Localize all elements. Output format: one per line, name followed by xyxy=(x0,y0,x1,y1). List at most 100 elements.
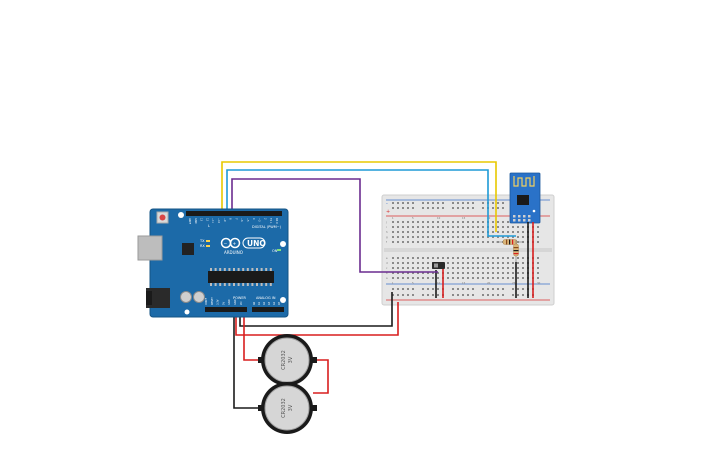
rail-hole[interactable] xyxy=(422,202,424,204)
terminal-hole[interactable] xyxy=(502,257,504,259)
rail-hole[interactable] xyxy=(442,202,444,204)
terminal-hole[interactable] xyxy=(462,221,464,223)
terminal-hole[interactable] xyxy=(437,277,439,279)
terminal-hole[interactable] xyxy=(427,262,429,264)
terminal-hole[interactable] xyxy=(487,277,489,279)
terminal-hole[interactable] xyxy=(452,226,454,228)
terminal-hole[interactable] xyxy=(417,257,419,259)
terminal-hole[interactable] xyxy=(482,267,484,269)
terminal-hole[interactable] xyxy=(397,272,399,274)
terminal-hole[interactable] xyxy=(512,272,514,274)
rail-hole[interactable] xyxy=(392,202,394,204)
rail-hole[interactable] xyxy=(522,294,524,296)
terminal-hole[interactable] xyxy=(427,241,429,243)
terminal-hole[interactable] xyxy=(397,262,399,264)
rail-hole[interactable] xyxy=(492,207,494,209)
terminal-hole[interactable] xyxy=(497,221,499,223)
rail-hole[interactable] xyxy=(457,288,459,290)
terminal-hole[interactable] xyxy=(442,231,444,233)
terminal-hole[interactable] xyxy=(407,277,409,279)
terminal-hole[interactable] xyxy=(492,226,494,228)
terminal-hole[interactable] xyxy=(447,262,449,264)
terminal-hole[interactable] xyxy=(522,267,524,269)
rail-hole[interactable] xyxy=(422,294,424,296)
rail-hole[interactable] xyxy=(502,207,504,209)
rail-hole[interactable] xyxy=(517,294,519,296)
terminal-hole[interactable] xyxy=(417,272,419,274)
terminal-hole[interactable] xyxy=(412,272,414,274)
rail-hole[interactable] xyxy=(487,294,489,296)
wire-red-arduino-5v[interactable] xyxy=(235,302,399,336)
terminal-hole[interactable] xyxy=(497,277,499,279)
terminal-hole[interactable] xyxy=(482,231,484,233)
rail-hole[interactable] xyxy=(497,207,499,209)
terminal-hole[interactable] xyxy=(452,267,454,269)
terminal-hole[interactable] xyxy=(517,226,519,228)
terminal-hole[interactable] xyxy=(422,221,424,223)
terminal-hole[interactable] xyxy=(407,236,409,238)
terminal-hole[interactable] xyxy=(502,262,504,264)
terminal-hole[interactable] xyxy=(407,221,409,223)
rail-hole[interactable] xyxy=(497,288,499,290)
terminal-hole[interactable] xyxy=(402,241,404,243)
terminal-hole[interactable] xyxy=(437,272,439,274)
terminal-hole[interactable] xyxy=(427,267,429,269)
terminal-hole[interactable] xyxy=(482,221,484,223)
terminal-hole[interactable] xyxy=(462,241,464,243)
resistor-horizontal[interactable] xyxy=(496,239,524,245)
terminal-hole[interactable] xyxy=(427,226,429,228)
terminal-hole[interactable] xyxy=(447,272,449,274)
terminal-hole[interactable] xyxy=(472,241,474,243)
terminal-hole[interactable] xyxy=(497,226,499,228)
rail-hole[interactable] xyxy=(452,202,454,204)
terminal-hole[interactable] xyxy=(392,257,394,259)
terminal-hole[interactable] xyxy=(467,221,469,223)
rail-hole[interactable] xyxy=(452,207,454,209)
terminal-hole[interactable] xyxy=(442,257,444,259)
terminal-hole[interactable] xyxy=(447,236,449,238)
terminal-hole[interactable] xyxy=(517,272,519,274)
rail-hole[interactable] xyxy=(467,202,469,204)
terminal-hole[interactable] xyxy=(492,221,494,223)
terminal-hole[interactable] xyxy=(482,262,484,264)
slide-switch[interactable] xyxy=(432,262,445,269)
rail-hole[interactable] xyxy=(402,207,404,209)
terminal-hole[interactable] xyxy=(487,257,489,259)
rail-hole[interactable] xyxy=(412,202,414,204)
rail-hole[interactable] xyxy=(492,288,494,290)
terminal-hole[interactable] xyxy=(402,231,404,233)
terminal-hole[interactable] xyxy=(422,267,424,269)
terminal-hole[interactable] xyxy=(487,262,489,264)
terminal-hole[interactable] xyxy=(537,277,539,279)
terminal-hole[interactable] xyxy=(502,231,504,233)
terminal-hole[interactable] xyxy=(457,236,459,238)
terminal-hole[interactable] xyxy=(397,236,399,238)
wire-black-battery-2[interactable] xyxy=(233,310,262,409)
terminal-hole[interactable] xyxy=(392,241,394,243)
rail-hole[interactable] xyxy=(392,294,394,296)
terminal-hole[interactable] xyxy=(452,262,454,264)
rail-hole[interactable] xyxy=(482,202,484,204)
terminal-hole[interactable] xyxy=(497,257,499,259)
terminal-hole[interactable] xyxy=(522,236,524,238)
terminal-hole[interactable] xyxy=(432,231,434,233)
terminal-hole[interactable] xyxy=(407,272,409,274)
rail-hole[interactable] xyxy=(497,202,499,204)
terminal-hole[interactable] xyxy=(512,236,514,238)
terminal-hole[interactable] xyxy=(497,272,499,274)
terminal-hole[interactable] xyxy=(517,277,519,279)
terminal-hole[interactable] xyxy=(437,241,439,243)
terminal-hole[interactable] xyxy=(432,236,434,238)
terminal-hole[interactable] xyxy=(417,226,419,228)
terminal-hole[interactable] xyxy=(417,241,419,243)
terminal-hole[interactable] xyxy=(412,236,414,238)
rail-hole[interactable] xyxy=(397,202,399,204)
terminal-hole[interactable] xyxy=(467,262,469,264)
terminal-hole[interactable] xyxy=(512,226,514,228)
terminal-hole[interactable] xyxy=(402,257,404,259)
terminal-hole[interactable] xyxy=(537,236,539,238)
arduino-uno-board[interactable]: DIGITAL (PWM~) − + UNO ARDUINO L TX RX O… xyxy=(137,208,289,318)
rail-hole[interactable] xyxy=(397,294,399,296)
terminal-hole[interactable] xyxy=(392,272,394,274)
